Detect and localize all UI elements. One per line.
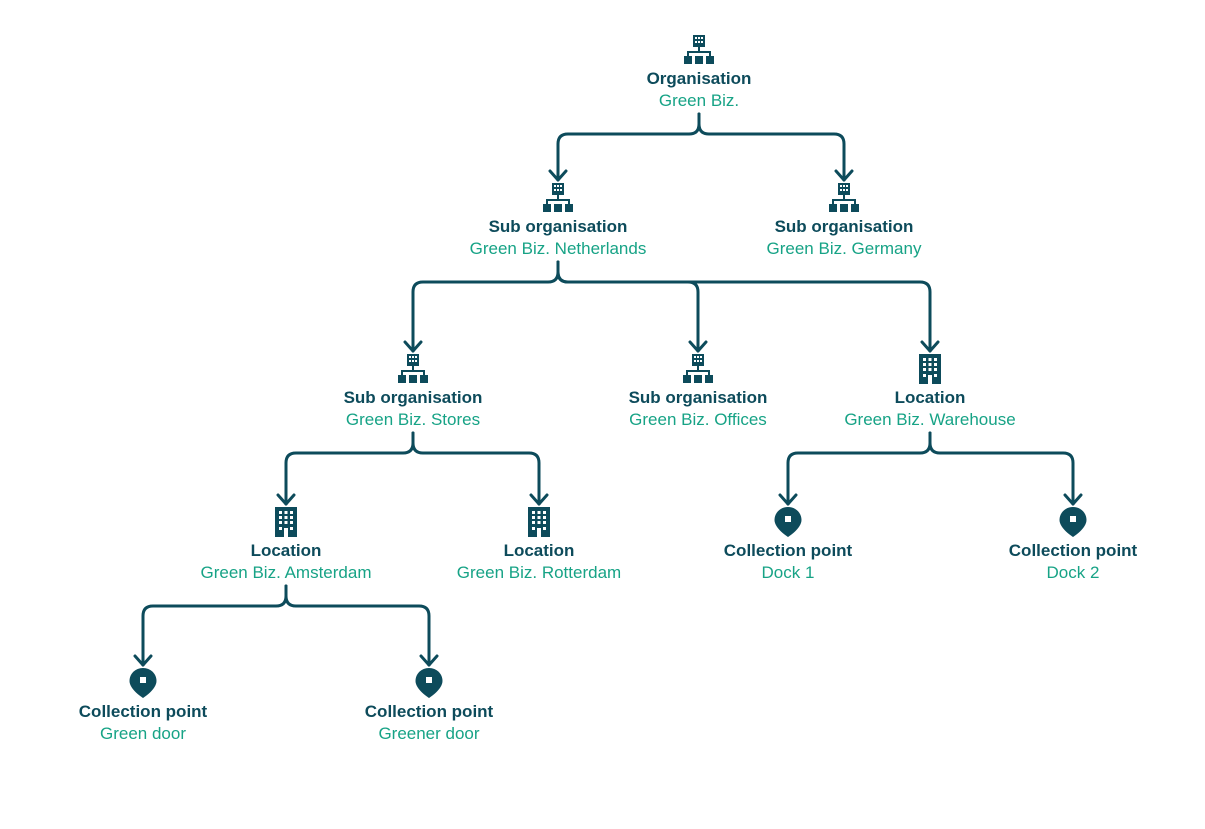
node-name-label: Green Biz. Netherlands — [469, 239, 647, 258]
node-type-label: Collection point — [364, 702, 494, 721]
connector-org-to-sub-de — [697, 112, 846, 182]
connector-sub-stores-to-loc-rotterdam — [411, 431, 541, 506]
connector-sub-nl-to-sub-offices — [556, 260, 700, 353]
node-type-label: Organisation — [646, 69, 752, 88]
connector-sub-stores-to-loc-amsterdam — [284, 431, 415, 506]
node-name-label: Green Biz. — [658, 91, 740, 110]
map-pin-icon — [129, 668, 157, 698]
node-type-label: Sub organisation — [774, 217, 914, 236]
node-name-label: Green Biz. Offices — [629, 410, 767, 429]
connector-loc-amsterdam-to-cp-green — [141, 584, 288, 667]
node-name-label: Green Biz. Stores — [345, 410, 481, 429]
org-chart-icon — [543, 183, 573, 212]
node-type-label: Sub organisation — [343, 388, 483, 407]
arrowhead-sub-de — [834, 169, 854, 182]
node-name-label: Green Biz. Amsterdam — [200, 563, 372, 582]
arrowhead-sub-offices — [688, 340, 708, 353]
map-pin-icon — [1059, 507, 1087, 537]
node-name-label: Green Biz. Rotterdam — [456, 563, 622, 582]
node-type-label: Location — [894, 388, 966, 407]
node-type-label: Location — [250, 541, 322, 560]
node-type-label: Location — [503, 541, 575, 560]
connector-loc-warehouse-to-cp-dock1 — [786, 431, 932, 506]
arrowhead-cp-greener — [419, 654, 439, 667]
connector-loc-amsterdam-to-cp-greener — [284, 584, 431, 667]
node-type-label: Collection point — [1008, 541, 1138, 560]
node-name-label: Dock 1 — [761, 563, 815, 582]
arrowhead-loc-warehouse — [920, 340, 940, 353]
org-chart-icon — [684, 35, 714, 64]
connector-loc-warehouse-to-cp-dock2 — [928, 431, 1075, 506]
node-type-label: Collection point — [723, 541, 853, 560]
arrowhead-sub-stores — [403, 340, 423, 353]
arrowhead-cp-dock1 — [778, 493, 798, 506]
node-name-label: Dock 2 — [1046, 563, 1100, 582]
org-chart-icon — [829, 183, 859, 212]
node-name-label: Greener door — [378, 724, 480, 743]
arrowhead-loc-amsterdam — [276, 493, 296, 506]
connector-sub-nl-to-sub-stores — [411, 260, 560, 353]
map-pin-icon — [774, 507, 802, 537]
map-pin-icon — [415, 668, 443, 698]
node-type-label: Sub organisation — [488, 217, 628, 236]
arrowhead-sub-nl — [548, 169, 568, 182]
node-name-label: Green Biz. Warehouse — [844, 410, 1016, 429]
node-type-label: Collection point — [78, 702, 208, 721]
node-type-label: Sub organisation — [628, 388, 768, 407]
node-name-label: Green door — [100, 724, 186, 743]
connector-org-to-sub-nl — [556, 112, 701, 182]
arrowhead-cp-dock2 — [1063, 493, 1083, 506]
org-chart-icon — [398, 354, 428, 383]
org-chart-icon — [683, 354, 713, 383]
building-icon — [919, 354, 941, 384]
arrowhead-cp-green — [133, 654, 153, 667]
node-name-label: Green Biz. Germany — [766, 239, 922, 258]
arrowhead-loc-rotterdam — [529, 493, 549, 506]
connector-sub-nl-to-loc-warehouse — [556, 260, 932, 353]
building-icon — [528, 507, 550, 537]
building-icon — [275, 507, 297, 537]
